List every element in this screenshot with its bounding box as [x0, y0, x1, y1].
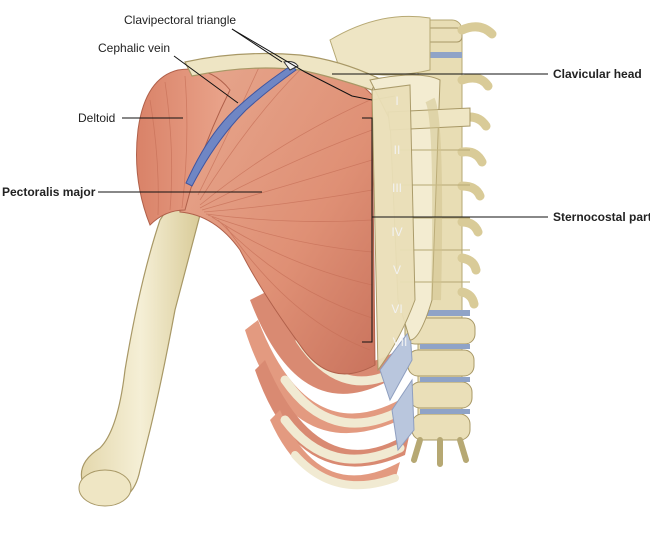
label-clavicular-head: Clavicular head	[553, 67, 642, 81]
rib-numeral-6: VI	[391, 302, 403, 316]
deltoid-muscle	[136, 68, 231, 226]
rib-numeral-1: I	[395, 94, 399, 108]
humerus-condyle	[78, 469, 132, 507]
rib-numeral-4: IV	[391, 225, 403, 239]
label-pectoralis-major: Pectoralis major	[2, 185, 96, 199]
sternum	[369, 74, 471, 372]
humerus	[80, 201, 201, 502]
rib-numeral-3: III	[391, 181, 402, 195]
cephalic-vein	[185, 64, 297, 187]
rib-numeral-7: VII	[392, 335, 408, 349]
rib-numeral-5: V	[392, 263, 401, 277]
label-cephalic-vein: Cephalic vein	[98, 41, 171, 55]
muscle-fibers	[197, 64, 373, 351]
label-sternocostal-part: Sternocostal part	[553, 210, 650, 224]
label-clavipectoral-triangle: Clavipectoral triangle	[124, 13, 237, 27]
label-deltoid: Deltoid	[78, 111, 116, 125]
rib-numeral-2: II	[393, 143, 401, 157]
leader-lines	[98, 28, 548, 343]
